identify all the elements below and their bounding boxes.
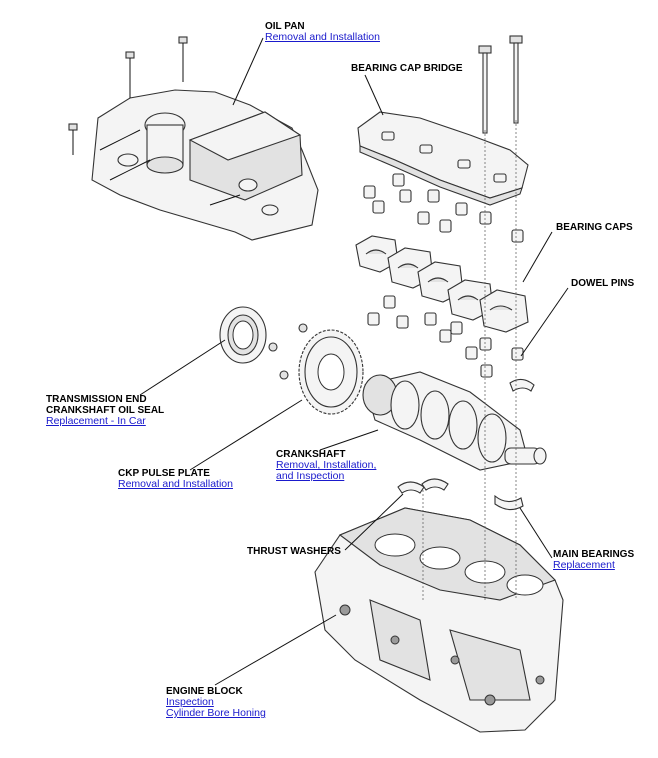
- main-bearings-label: MAIN BEARINGS Replacement: [553, 549, 634, 571]
- bearing-cap-bridge-part: [357, 111, 529, 206]
- oil-pan-removal-link[interactable]: Removal and Installation: [265, 31, 380, 43]
- dowel-pins-part: [363, 173, 524, 378]
- ckp-title: CKP PULSE PLATE: [118, 468, 210, 479]
- main-bearings-title: MAIN BEARINGS: [553, 549, 635, 560]
- oil-pan-title: OIL PAN: [265, 21, 305, 32]
- ckp-pulse-plate-part: [298, 329, 364, 415]
- thrust-washers-title: THRUST WASHERS: [247, 546, 341, 557]
- engine-block-inspection-link[interactable]: Inspection: [166, 696, 214, 708]
- dowel-pins-label: DOWEL PINS: [571, 278, 634, 289]
- seal-title-line1: TRANSMISSION END: [46, 394, 147, 405]
- pulse-plate-bolts: [268, 323, 308, 380]
- thrust-washers-part: [397, 478, 449, 494]
- crankshaft-link-line2[interactable]: and Inspection: [276, 470, 345, 482]
- seal-replacement-link[interactable]: Replacement - In Car: [46, 415, 146, 427]
- main-bearings-replacement-link[interactable]: Replacement: [553, 559, 615, 571]
- bridge-bolts: [478, 35, 523, 134]
- dowel-pins-title: DOWEL PINS: [571, 278, 635, 289]
- leader-lines: [139, 37, 569, 686]
- alignment-lines: [422, 120, 517, 600]
- crankshaft-link-line1[interactable]: Removal, Installation,: [276, 459, 377, 471]
- oil-pan-part: [91, 89, 319, 241]
- transmission-end-seal-label: TRANSMISSION END CRANKSHAFT OIL SEAL Rep…: [46, 394, 164, 427]
- engine-block-part: [314, 507, 564, 733]
- bearing-caps-part: [355, 235, 529, 333]
- engine-block-honing-link[interactable]: Cylinder Bore Honing: [166, 707, 266, 719]
- engine-block-label: ENGINE BLOCK Inspection Cylinder Bore Ho…: [166, 686, 266, 719]
- engine-block-title: ENGINE BLOCK: [166, 686, 243, 697]
- crankshaft-title: CRANKSHAFT: [276, 449, 346, 460]
- bearing-cap-bridge-label: BEARING CAP BRIDGE: [351, 63, 463, 74]
- seal-title-line2: CRANKSHAFT OIL SEAL: [46, 405, 165, 416]
- ckp-removal-link[interactable]: Removal and Installation: [118, 478, 233, 490]
- thrust-washers-label: THRUST WASHERS: [247, 546, 341, 557]
- oil-pan-bolts: [68, 36, 188, 155]
- crankshaft-oil-seal-part: [219, 306, 267, 364]
- bearing-caps-title: BEARING CAPS: [556, 222, 633, 233]
- crankshaft-part: [362, 371, 547, 471]
- oil-pan-label: OIL PAN Removal and Installation: [265, 21, 380, 43]
- bearing-caps-label: BEARING CAPS: [556, 222, 633, 233]
- ckp-pulse-plate-label: CKP PULSE PLATE Removal and Installation: [118, 468, 233, 490]
- crankshaft-label: CRANKSHAFT Removal, Installation, and In…: [276, 449, 376, 482]
- bearing-cap-bridge-title: BEARING CAP BRIDGE: [351, 63, 463, 74]
